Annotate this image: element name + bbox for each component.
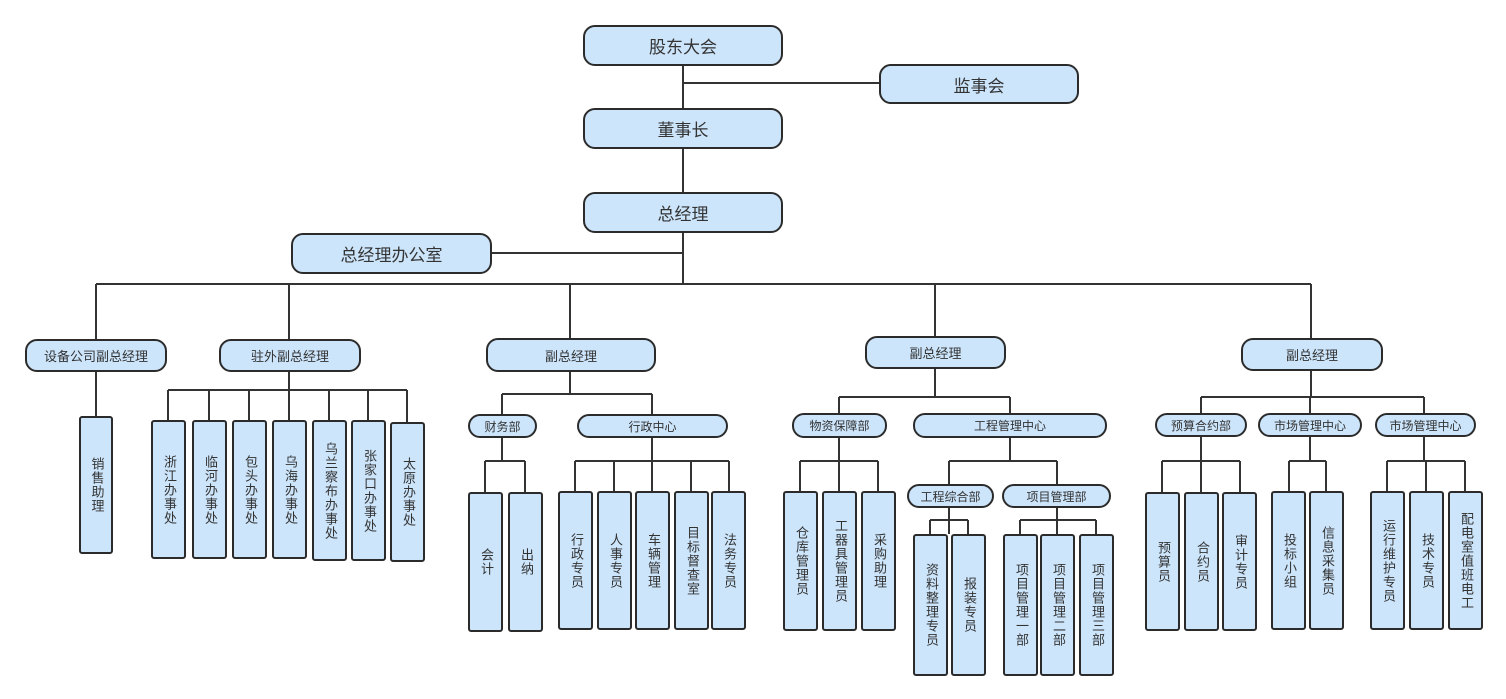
node-supply-dept: 物资保障部 <box>792 413 887 438</box>
node-target-inspection: 目标督查室 <box>674 491 709 630</box>
node-budget-contract-dept: 预算合约部 <box>1155 413 1247 437</box>
node-tools-keeper: 工器具管理员 <box>822 491 857 631</box>
node-document-specialist: 资料整理专员 <box>913 534 948 676</box>
node-accountant: 会计 <box>468 492 503 632</box>
node-budget-clerk: 预算员 <box>1145 492 1180 631</box>
node-office-wuhai: 乌海办事处 <box>272 420 307 559</box>
node-power-room-electrician: 配电室值班电工 <box>1448 491 1483 630</box>
node-office-baotou: 包头办事处 <box>232 420 267 559</box>
node-sales-assistant: 销售助理 <box>79 416 113 554</box>
node-installation-specialist: 报装专员 <box>951 534 986 676</box>
node-maintenance-specialist: 运行维护专员 <box>1370 491 1405 630</box>
node-external-deputy-gm: 驻外副总经理 <box>219 339 361 372</box>
node-project-dept-2: 项目管理二部 <box>1040 534 1075 676</box>
node-office-taiyuan: 太原办事处 <box>390 422 425 562</box>
node-engineering-center: 工程管理中心 <box>913 413 1107 438</box>
node-bidding-team: 投标小组 <box>1271 491 1306 630</box>
node-supervisors: 监事会 <box>879 64 1079 104</box>
node-technical-specialist: 技术专员 <box>1409 491 1444 630</box>
node-shareholders: 股东大会 <box>583 25 783 66</box>
node-project-management-dept: 项目管理部 <box>1002 484 1111 508</box>
node-warehouse-keeper: 仓库管理员 <box>783 491 818 631</box>
node-equipment-deputy-gm: 设备公司副总经理 <box>25 339 167 372</box>
node-engineering-general-dept: 工程综合部 <box>907 484 994 508</box>
node-project-dept-1: 项目管理一部 <box>1003 534 1038 676</box>
node-deputy-gm-5: 副总经理 <box>1241 338 1383 371</box>
node-hr-specialist: 人事专员 <box>597 491 632 630</box>
node-legal-specialist: 法务专员 <box>711 491 746 630</box>
node-purchasing-assistant: 采购助理 <box>861 491 896 631</box>
node-vehicle-management: 车辆管理 <box>635 491 670 630</box>
node-deputy-gm-4: 副总经理 <box>865 336 1006 369</box>
node-market-center-2: 市场管理中心 <box>1375 413 1476 437</box>
node-contract-clerk: 合约员 <box>1184 492 1219 631</box>
node-deputy-gm-3: 副总经理 <box>486 338 656 372</box>
node-office-linhe: 临河办事处 <box>192 420 227 559</box>
node-info-collector: 信息采集员 <box>1309 491 1344 630</box>
node-general-manager: 总经理 <box>583 192 783 233</box>
node-audit-specialist: 审计专员 <box>1222 492 1257 631</box>
node-office-zhejiang: 浙江办事处 <box>151 420 186 559</box>
node-admin-specialist: 行政专员 <box>558 491 593 630</box>
node-office-zhangjiakou: 张家口办事处 <box>351 420 386 561</box>
node-chairman: 董事长 <box>583 108 783 149</box>
node-office-wulanchabu: 乌兰察布办事处 <box>312 420 347 561</box>
node-admin-center: 行政中心 <box>577 414 728 438</box>
node-finance-dept: 财务部 <box>468 414 537 438</box>
node-gm-office: 总经理办公室 <box>291 233 492 274</box>
node-project-dept-3: 项目管理三部 <box>1079 534 1114 676</box>
node-cashier: 出纳 <box>508 492 543 632</box>
node-market-center-1: 市场管理中心 <box>1258 413 1362 437</box>
